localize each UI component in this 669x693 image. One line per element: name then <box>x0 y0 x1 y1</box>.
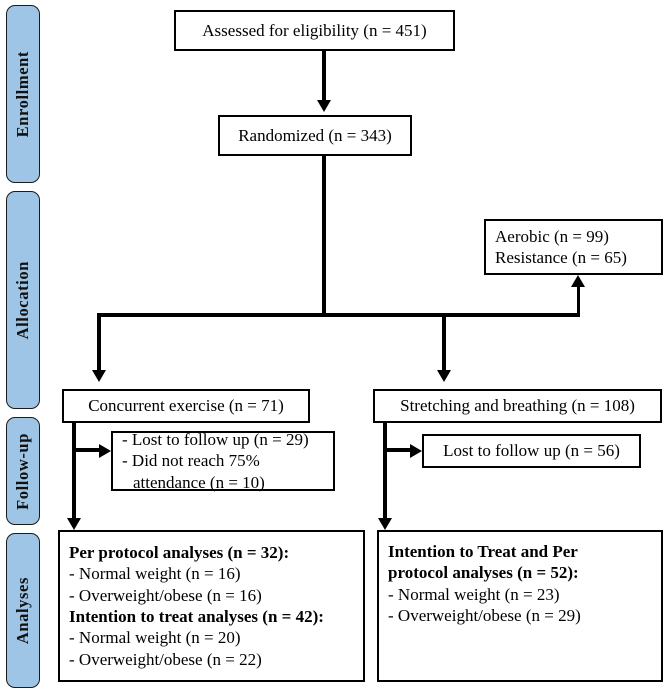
arrow-concurrent-to-analyses <box>66 518 81 530</box>
connector-allocation-bus <box>97 313 580 317</box>
arrow-concurrent-to-loss <box>99 444 111 458</box>
arrow-stretching-to-analyses <box>377 518 392 530</box>
node-analyses-left-line-4: Intention to treat analyses (n = 42): <box>69 607 324 626</box>
connector-assessed-to-randomized <box>322 51 326 102</box>
connector-bus-to-other-arms <box>576 286 580 316</box>
arrow-stretching-to-loss <box>410 444 422 458</box>
node-stretching-breathing-line-1: Stretching and breathing (n = 108) <box>400 396 635 416</box>
stage-tab-analyses-label: Analyses <box>13 576 32 645</box>
connector-stretching-to-loss <box>386 448 412 452</box>
stage-tab-followup-label: Follow-up <box>13 432 32 510</box>
connector-bus-to-concurrent <box>97 313 101 372</box>
node-randomized-line-1: Randomized (n = 343) <box>238 125 392 145</box>
stage-tab-enrollment-label: Enrollment <box>13 50 32 138</box>
node-analyses-left-line-3: - Overweight/obese (n = 16) <box>69 585 262 605</box>
stage-tab-enrollment[interactable]: Enrollment <box>6 5 40 183</box>
node-analyses-right-line-2: protocol analyses (n = 52): <box>388 563 579 583</box>
stage-tab-allocation-label: Allocation <box>13 260 32 340</box>
connector-concurrent-to-loss <box>75 448 101 452</box>
node-other-arms-line-2: Resistance (n = 65) <box>495 248 627 267</box>
node-analyses-right: Intention to Treat and Per protocol anal… <box>377 530 663 682</box>
node-analyses-left-line-6: - Overweight/obese (n = 22) <box>69 649 262 669</box>
node-analyses-left-line-5: - Normal weight (n = 20) <box>69 628 241 648</box>
node-analyses-right-line-4: - Overweight/obese (n = 29) <box>388 606 581 626</box>
arrow-bus-to-concurrent <box>91 370 106 382</box>
node-analyses-right-line-3: - Normal weight (n = 23) <box>388 584 560 604</box>
node-loss-left-line-2: - Did not reach 75% <box>122 451 260 471</box>
connector-concurrent-to-analyses <box>72 423 76 521</box>
stage-tab-followup[interactable]: Follow-up <box>6 417 40 525</box>
node-other-arms: Aerobic (n = 99) Resistance (n = 65) <box>484 219 663 275</box>
node-assessed-for-eligibility: Assessed for eligibility (n = 451) <box>174 10 455 51</box>
arrow-bus-to-stretching <box>436 370 451 382</box>
node-assessed-line-1: Assessed for eligibility (n = 451) <box>202 20 427 40</box>
node-loss-left: - Lost to follow up (n = 29) - Did not r… <box>111 429 335 492</box>
connector-bus-to-stretching <box>442 313 446 372</box>
node-loss-left-line-3: attendance (n = 10) <box>133 472 265 492</box>
stage-tab-allocation[interactable]: Allocation <box>6 191 40 409</box>
node-loss-right: Lost to follow up (n = 56) <box>422 434 641 468</box>
arrow-assessed-to-randomized <box>316 100 331 112</box>
node-concurrent-exercise-line-1: Concurrent exercise (n = 71) <box>88 396 284 416</box>
node-analyses-left-line-2: - Normal weight (n = 16) <box>69 564 241 584</box>
arrow-bus-to-other-arms <box>571 275 585 287</box>
node-stretching-breathing: Stretching and breathing (n = 108) <box>373 389 662 423</box>
node-loss-right-line-1: Lost to follow up (n = 56) <box>443 441 620 461</box>
node-analyses-left-line-1: Per protocol analyses (n = 32): <box>69 542 290 562</box>
node-other-arms-line-1: Aerobic (n = 99) <box>495 226 609 246</box>
connector-randomized-to-bus <box>322 156 326 314</box>
node-analyses-left: Per protocol analyses (n = 32): - Normal… <box>58 530 365 682</box>
node-concurrent-exercise: Concurrent exercise (n = 71) <box>62 389 310 423</box>
connector-stretching-to-analyses <box>383 423 387 521</box>
node-loss-left-line-1: - Lost to follow up (n = 29) <box>122 429 309 449</box>
node-randomized: Randomized (n = 343) <box>218 115 412 156</box>
node-analyses-right-line-1: Intention to Treat and Per <box>388 542 578 561</box>
stage-tab-analyses[interactable]: Analyses <box>6 533 40 688</box>
